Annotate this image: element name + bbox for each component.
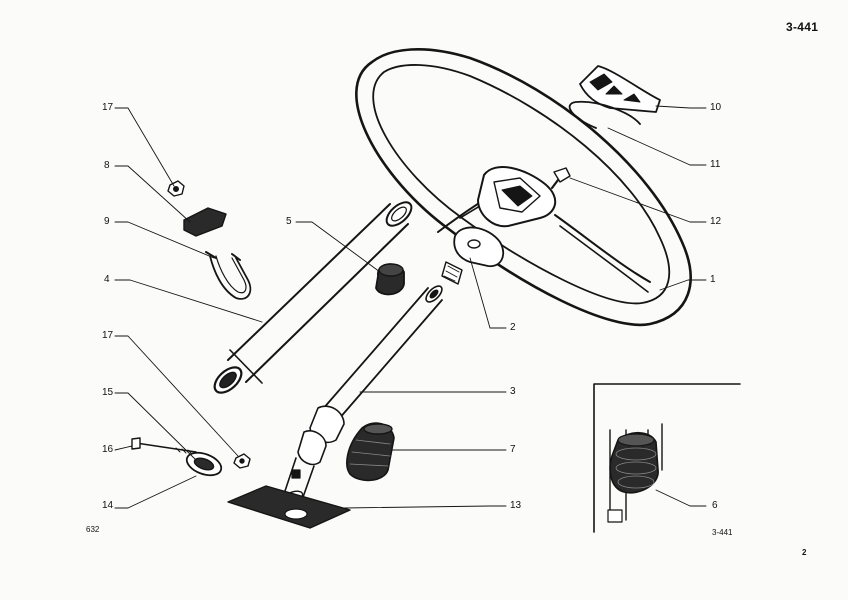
callout-15: 15 — [102, 387, 114, 398]
steering-wheel — [355, 48, 692, 327]
callout-6: 6 — [712, 500, 718, 511]
callout-10: 10 — [710, 102, 722, 113]
part-6-rubber-gaiter — [609, 431, 659, 494]
part-11-snap-ring — [568, 100, 641, 129]
callout-7: 7 — [510, 444, 516, 455]
part-7-rubber-boot — [346, 422, 395, 482]
part-5-bushing — [375, 263, 405, 296]
callout-9: 9 — [104, 216, 110, 227]
part-8-clamp-block — [183, 207, 227, 237]
figure-code: 632 — [86, 525, 100, 534]
callout-16: 16 — [102, 444, 114, 455]
callout-14: 14 — [102, 500, 114, 511]
part-10-horn-pad — [579, 65, 661, 113]
callout-1: 1 — [710, 274, 716, 285]
callout-5: 5 — [286, 216, 292, 227]
part-16-bolt — [131, 437, 197, 455]
part-17-nut-lower — [233, 453, 251, 469]
callout-11: 11 — [710, 159, 721, 170]
callout-4: 4 — [104, 274, 110, 285]
callout-2: 2 — [510, 322, 516, 333]
callout-17-lower: 17 — [102, 330, 114, 341]
part-12-screw — [550, 167, 571, 190]
document-reference: 3-441 — [786, 20, 819, 34]
page-number: 2 — [802, 548, 807, 557]
part-4-column-tube — [213, 201, 413, 394]
part-17-nut-upper — [167, 180, 185, 197]
part-14-clamp-ring — [185, 451, 223, 477]
part-13-floor-seal-plate — [227, 485, 351, 529]
inset-code: 3-441 — [712, 528, 733, 537]
leader-lines — [114, 105, 707, 509]
callout-8: 8 — [104, 160, 110, 171]
callout-3: 3 — [510, 386, 516, 397]
callout-13: 13 — [510, 500, 522, 511]
part-2-hub-flange — [441, 226, 505, 285]
callout-17-upper: 17 — [102, 102, 114, 113]
part-9-u-bracket — [205, 251, 252, 300]
callout-12: 12 — [710, 216, 722, 227]
